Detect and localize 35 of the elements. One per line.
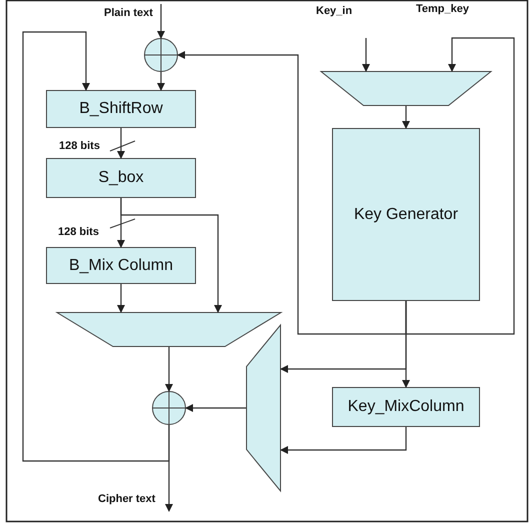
signal-label: Key_in xyxy=(316,5,352,17)
xor-symbol xyxy=(144,38,178,72)
box-label: B_Mix Column xyxy=(68,256,174,274)
box-label: B_ShiftRow xyxy=(79,100,163,118)
process-box xyxy=(46,158,196,198)
arrow xyxy=(165,347,173,392)
process-box xyxy=(46,247,196,284)
multiplexer-trapezoid xyxy=(57,312,281,347)
box-label: Key Generator xyxy=(354,206,458,224)
bus-width-label: 128 bits xyxy=(59,140,100,152)
arrow xyxy=(157,4,165,39)
arrow xyxy=(405,37,515,335)
arrow xyxy=(157,72,165,91)
process-box xyxy=(332,387,480,427)
signal-label: Plain text xyxy=(104,7,153,19)
signal-label: Cipher text xyxy=(98,493,156,505)
arrow xyxy=(362,38,370,72)
signal-label: Temp_key xyxy=(416,3,469,15)
process-box xyxy=(332,128,480,301)
box-label: Key_MixColumn xyxy=(348,398,464,416)
arrow xyxy=(177,51,407,335)
box-label: S_box xyxy=(98,169,144,187)
arrow xyxy=(117,128,125,159)
arrow xyxy=(22,31,170,462)
arrow xyxy=(402,106,410,129)
arrow xyxy=(185,404,246,412)
multiplexer-trapezoid xyxy=(321,71,491,106)
process-box xyxy=(46,90,196,128)
bus-width-label: 128 bits xyxy=(58,226,99,238)
xor-symbol xyxy=(152,391,186,425)
arrow xyxy=(402,301,410,388)
arrow xyxy=(117,284,125,313)
multiplexer-trapezoid xyxy=(246,325,281,491)
arrow xyxy=(120,198,222,313)
arrow xyxy=(280,427,407,454)
